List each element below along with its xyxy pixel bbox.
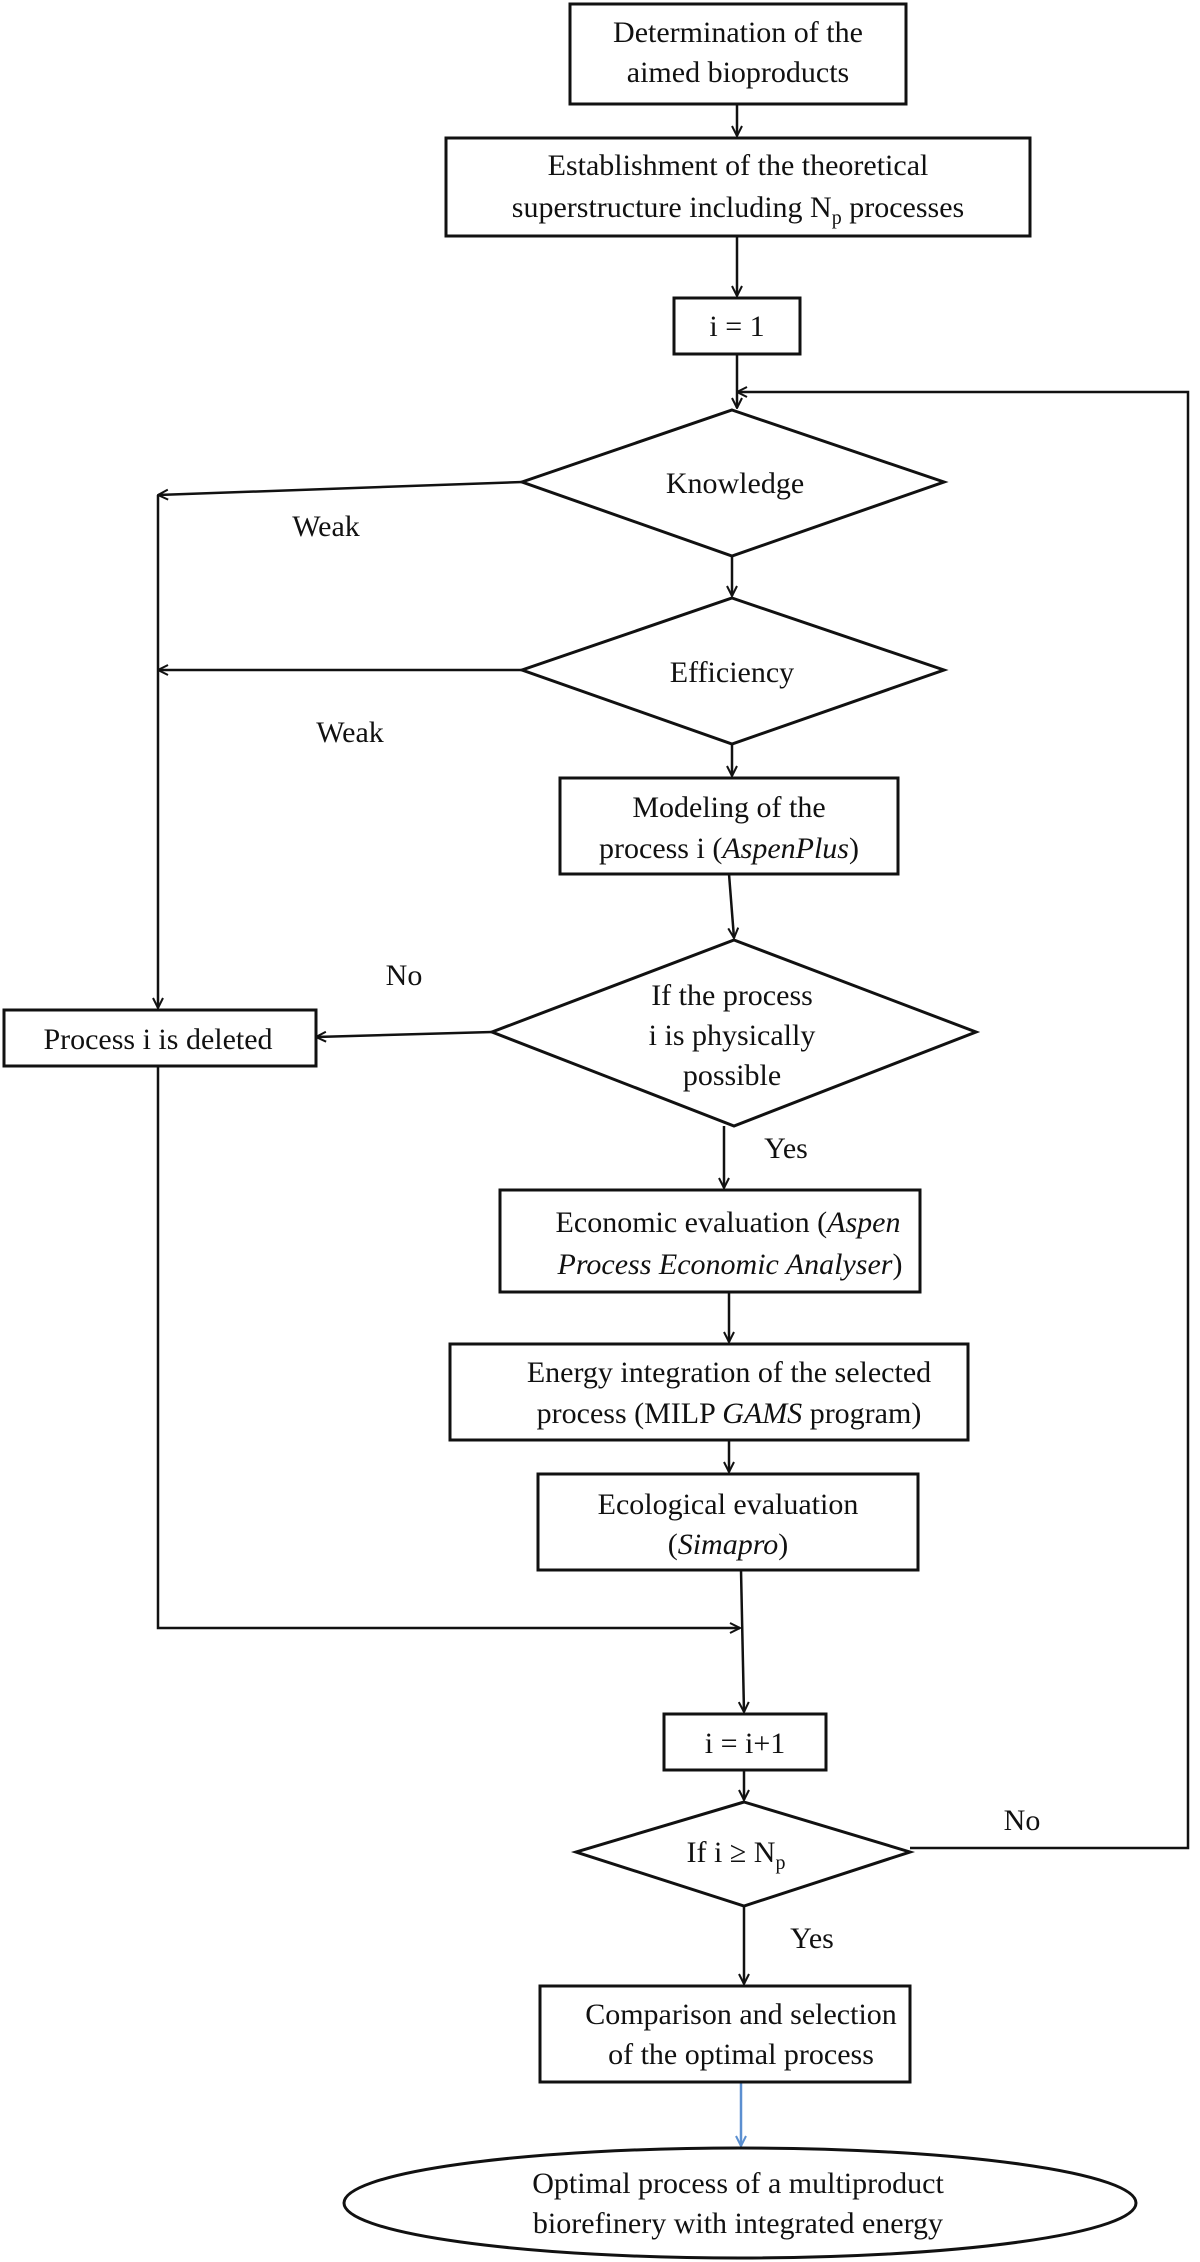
arrow-ecological-to-increment bbox=[741, 1569, 744, 1712]
step-increment-label: i = i+1 bbox=[705, 1727, 786, 1760]
terminal-result-line1: Optimal process of a multiproduct bbox=[532, 2167, 944, 2200]
step-energy-line2: process (MILP GAMS program) bbox=[537, 1397, 922, 1430]
step-ecological-line2: (Simapro) bbox=[668, 1528, 789, 1561]
step-superstructure-line1: Establishment of the theoretical bbox=[548, 149, 929, 182]
decision-check-label: If i ≥ Np bbox=[687, 1836, 786, 1874]
step-determination: Determination of the aimed bioproducts bbox=[568, 2, 908, 106]
decision-physical: If the process i is physically possible bbox=[487, 938, 981, 1128]
step-superstructure: Establishment of the theoretical superst… bbox=[444, 136, 1032, 238]
step-comparison-line1: Comparison and selection bbox=[585, 1998, 897, 2031]
edge-label-physical-no: No bbox=[386, 959, 423, 992]
step-ecological-line1: Ecological evaluation bbox=[598, 1488, 859, 1521]
edge-label-knowledge-weak: Weak bbox=[292, 510, 360, 543]
step-modeling-line1: Modeling of the bbox=[632, 791, 825, 824]
decision-efficiency-label: Efficiency bbox=[670, 656, 794, 689]
decision-knowledge: Knowledge bbox=[517, 408, 949, 558]
terminal-result: Optimal process of a multiproduct bioref… bbox=[342, 2146, 1138, 2260]
step-ecological: Ecological evaluation (Simapro) bbox=[536, 1472, 920, 1572]
edge-label-physical-yes: Yes bbox=[764, 1132, 808, 1165]
terminal-result-line2: biorefinery with integrated energy bbox=[533, 2207, 943, 2240]
step-modeling-line2: process i (AspenPlus) bbox=[599, 832, 859, 865]
edge-label-check-no: No bbox=[1004, 1804, 1041, 1837]
step-economic-line1: Economic evaluation (Aspen bbox=[556, 1206, 901, 1239]
decision-physical-line3: possible bbox=[683, 1059, 781, 1092]
edge-label-efficiency-weak: Weak bbox=[316, 716, 384, 749]
loop-back-line bbox=[737, 392, 1190, 1850]
step-deleted: Process i is deleted bbox=[2, 1008, 318, 1068]
decision-check: If i ≥ Np bbox=[570, 1800, 916, 1908]
step-comparison: Comparison and selection of the optimal … bbox=[538, 1984, 912, 2084]
step-deleted-label: Process i is deleted bbox=[43, 1023, 272, 1056]
step-economic: Economic evaluation (Aspen Process Econo… bbox=[498, 1188, 922, 1294]
step-init: i = 1 bbox=[672, 296, 802, 356]
step-determination-line1: Determination of the bbox=[613, 16, 863, 49]
edge-label-check-yes: Yes bbox=[790, 1922, 834, 1955]
arrow-knowledge-weak bbox=[158, 480, 523, 495]
decision-knowledge-label: Knowledge bbox=[666, 467, 804, 500]
arrow-physical-no bbox=[316, 1030, 493, 1037]
step-superstructure-line2: superstructure including Np processes bbox=[512, 191, 964, 229]
decision-efficiency: Efficiency bbox=[517, 596, 949, 746]
decision-physical-line2: i is physically bbox=[649, 1019, 816, 1052]
step-increment: i = i+1 bbox=[662, 1712, 828, 1772]
step-init-label: i = 1 bbox=[709, 310, 764, 343]
deleted-bypass-line bbox=[156, 1066, 740, 1628]
step-energy: Energy integration of the selected proce… bbox=[448, 1342, 970, 1442]
step-modeling: Modeling of the process i (AspenPlus) bbox=[558, 776, 900, 876]
step-determination-line2: aimed bioproducts bbox=[627, 56, 849, 89]
step-energy-line1: Energy integration of the selected bbox=[527, 1356, 931, 1389]
step-comparison-line2: of the optimal process bbox=[608, 2038, 874, 2071]
step-economic-line2: Process Economic Analyser) bbox=[557, 1248, 903, 1281]
connectors bbox=[156, 104, 1190, 2146]
decision-physical-line1: If the process bbox=[651, 979, 813, 1012]
arrow-modeling-to-physical bbox=[729, 873, 734, 938]
